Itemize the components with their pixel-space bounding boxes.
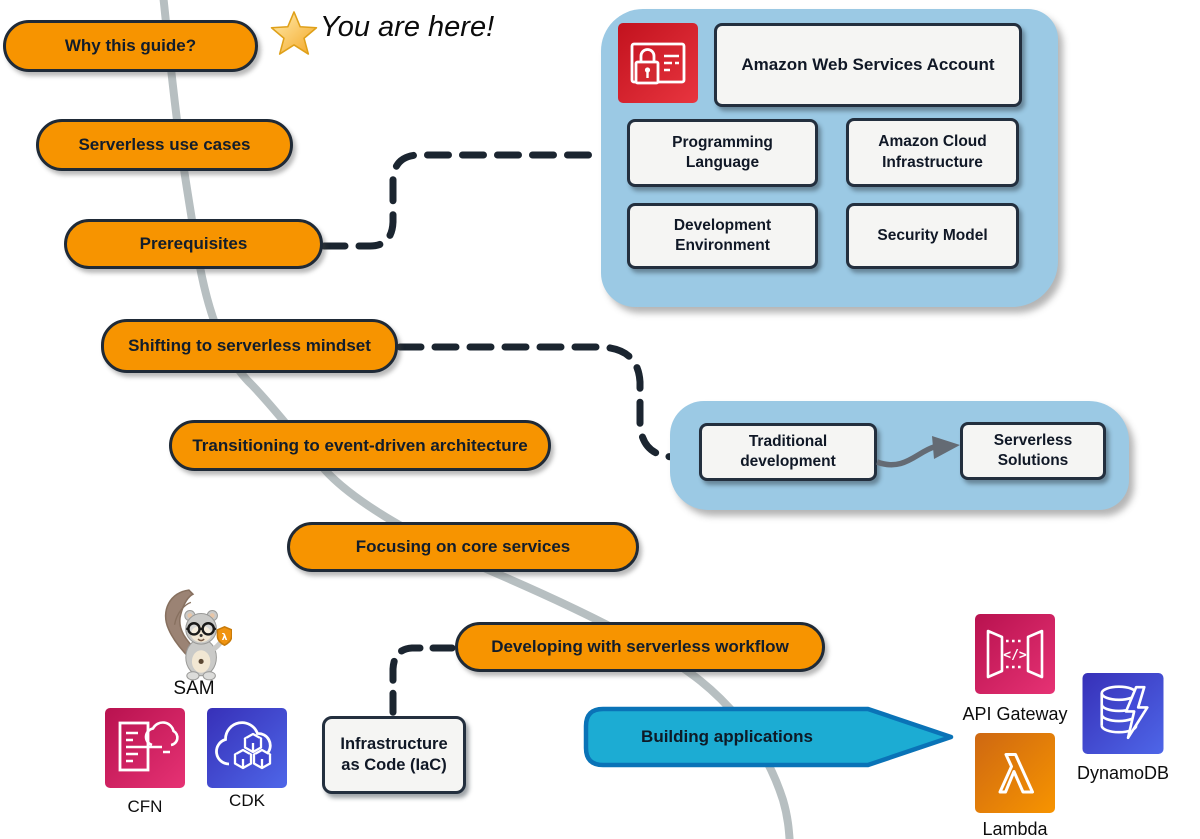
step-transitioning-to-event-driven[interactable]: Transitioning to event-driven architectu…: [169, 420, 551, 471]
svg-text:</>: </>: [1003, 648, 1027, 663]
cfn-label: CFN: [127, 797, 163, 816]
cloudformation-icon: [105, 708, 185, 788]
you-are-here-label: You are here!: [320, 11, 495, 43]
step-why-this-guide[interactable]: Why this guide?: [3, 20, 258, 72]
lambda-label: Lambda: [982, 819, 1048, 839]
svg-text:λ: λ: [222, 632, 228, 643]
node-development-environment: Development Environment: [627, 203, 818, 269]
dynamodb-label: DynamoDB: [1076, 763, 1170, 783]
star-icon: [270, 11, 318, 55]
dynamodb-icon: [1082, 673, 1164, 754]
node-security-model: Security Model: [846, 203, 1019, 269]
node-serverless-solutions: Serverless Solutions: [960, 422, 1106, 480]
iam-lock-card-icon: [618, 23, 698, 103]
transition-arrow-icon: [876, 436, 960, 468]
node-aws-account: Amazon Web Services Account: [714, 23, 1022, 107]
node-programming-language: Programming Language: [627, 119, 818, 187]
cdk-label: CDK: [229, 791, 265, 810]
step-serverless-use-cases[interactable]: Serverless use cases: [36, 119, 293, 171]
connector-iac: [389, 644, 456, 720]
api-gateway-label: API Gateway: [962, 704, 1068, 724]
lambda-icon: [975, 733, 1055, 813]
banner-label: Building applications: [641, 727, 813, 746]
connector-prerequisites: [320, 151, 604, 250]
api-gateway-icon: </>: [975, 614, 1055, 694]
node-traditional-development: Traditional development: [699, 423, 877, 481]
connector-mindset: [396, 343, 678, 461]
step-focusing-on-core-services[interactable]: Focusing on core services: [287, 522, 639, 572]
sam-squirrel-icon: λ: [160, 586, 232, 688]
node-infrastructure-as-code: Infrastructure as Code (IaC): [322, 716, 466, 794]
sam-label: SAM: [173, 678, 215, 699]
node-amazon-cloud-infrastructure: Amazon Cloud Infrastructure: [846, 118, 1019, 187]
building-applications-banner[interactable]: [578, 700, 958, 772]
step-prerequisites[interactable]: Prerequisites: [64, 219, 323, 269]
step-developing-with-serverless-workflow[interactable]: Developing with serverless workflow: [455, 622, 825, 672]
cdk-icon: [207, 708, 287, 788]
step-shifting-to-serverless-mindset[interactable]: Shifting to serverless mindset: [101, 319, 398, 373]
